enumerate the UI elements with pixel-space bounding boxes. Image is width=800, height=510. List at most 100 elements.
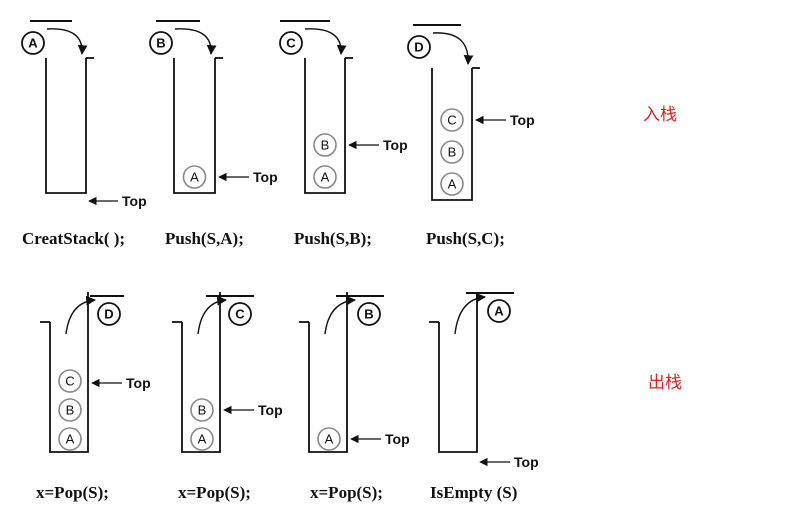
moving-ball: C (228, 302, 252, 326)
moving-ball: B (357, 302, 381, 326)
caption-pop-3: x=Pop(S); (310, 483, 383, 502)
top-pointer: Top (479, 454, 539, 470)
stack-container (308, 292, 348, 453)
ball-circle (190, 398, 214, 422)
top-label: Top (510, 112, 535, 128)
ball-letter: A (325, 432, 334, 447)
ball-circle (149, 31, 173, 55)
pop-title: 出栈 (648, 373, 682, 393)
exit-arrow (197, 295, 227, 335)
ball-letter: B (156, 36, 165, 51)
stacked-ball: A (58, 427, 82, 451)
ball-circle (58, 427, 82, 451)
stacked-ball: B (440, 140, 464, 164)
stacked-ball: C (440, 108, 464, 132)
moving-ball: D (97, 302, 121, 326)
top-pointer: Top (91, 375, 151, 391)
ball-letter: A (198, 432, 207, 447)
stack-container (49, 292, 89, 453)
caption-creat-stack: CreatStack( ); (22, 229, 125, 248)
exit-arrow (324, 295, 356, 335)
ball-letter: C (286, 36, 296, 51)
push-panel-4: D A B C Top (407, 24, 535, 201)
stacked-ball: A (317, 427, 341, 451)
ball-letter: B (321, 138, 330, 153)
ball-letter: B (364, 307, 373, 322)
ball-circle (440, 108, 464, 132)
stacked-ball: A (313, 165, 337, 189)
ball-circle (279, 31, 303, 55)
top-pointer: Top (350, 431, 410, 447)
moving-ball: A (21, 31, 45, 55)
ball-letter: B (66, 403, 75, 418)
entry-arrow (174, 28, 217, 55)
stacked-ball: B (313, 133, 337, 157)
entry-arrow (432, 32, 474, 65)
moving-ball: B (149, 31, 173, 55)
push-title: 入栈 (643, 105, 677, 125)
pop-panel-1: D ABC Top (40, 292, 151, 453)
ball-letter: A (494, 304, 504, 319)
ball-letter: C (235, 307, 245, 322)
ball-letter: A (321, 170, 330, 185)
ball-circle (357, 302, 381, 326)
ball-letter: C (447, 113, 456, 128)
ball-letter: D (104, 307, 113, 322)
caption-pop-1: x=Pop(S); (36, 483, 109, 502)
exit-arrow (65, 295, 96, 335)
top-pointer: Top (223, 402, 283, 418)
ball-letter: B (198, 403, 207, 418)
ball-circle (313, 133, 337, 157)
ball-circle (440, 140, 464, 164)
ball-circle (313, 165, 337, 189)
ball-letter: C (65, 374, 74, 389)
stack-container (431, 68, 473, 201)
ball-letter: A (66, 432, 75, 447)
moving-ball: D (407, 35, 431, 59)
pop-panel-2: C AB Top (172, 292, 283, 453)
top-pointer: Top (88, 193, 147, 209)
caption-push-c: Push(S,C); (426, 229, 505, 248)
entry-arrow (304, 28, 347, 55)
ball-letter: A (448, 177, 457, 192)
caption-push-b: Push(S,B); (294, 229, 372, 248)
stacked-ball: B (190, 398, 214, 422)
moving-ball: C (279, 31, 303, 55)
stack-container (45, 58, 87, 194)
ball-letter: D (414, 40, 423, 55)
ball-circle (97, 302, 121, 326)
stacked-ball: C (58, 369, 82, 393)
stacked-ball: B (58, 398, 82, 422)
stacked-ball: A (182, 165, 207, 189)
ball-letter: A (28, 36, 38, 51)
caption-is-empty: IsEmpty (S) (430, 483, 517, 502)
top-label: Top (385, 431, 410, 447)
top-label: Top (253, 169, 278, 185)
ball-circle (182, 165, 207, 189)
push-panel-1: A Top (21, 20, 147, 209)
caption-pop-2: x=Pop(S); (178, 483, 251, 502)
stack-container (438, 292, 478, 453)
push-panel-2: B A Top (149, 20, 278, 194)
exit-arrow (454, 292, 486, 335)
push-panel-3: C A B Top (279, 20, 408, 194)
entry-arrow (46, 28, 88, 55)
ball-circle (440, 172, 464, 196)
ball-circle (228, 302, 252, 326)
ball-circle (21, 31, 45, 55)
ball-circle (58, 398, 82, 422)
ball-circle (487, 299, 511, 323)
top-pointer: Top (218, 169, 278, 185)
top-label: Top (383, 137, 408, 153)
pop-panel-3: B A Top (299, 292, 410, 453)
ball-circle (58, 369, 82, 393)
ball-letter: B (448, 145, 457, 160)
ball-circle (190, 427, 214, 451)
stacked-ball: A (440, 172, 464, 196)
stack-container (181, 292, 221, 453)
top-label: Top (126, 375, 151, 391)
stack-container (173, 58, 216, 194)
stack-container (304, 58, 346, 194)
